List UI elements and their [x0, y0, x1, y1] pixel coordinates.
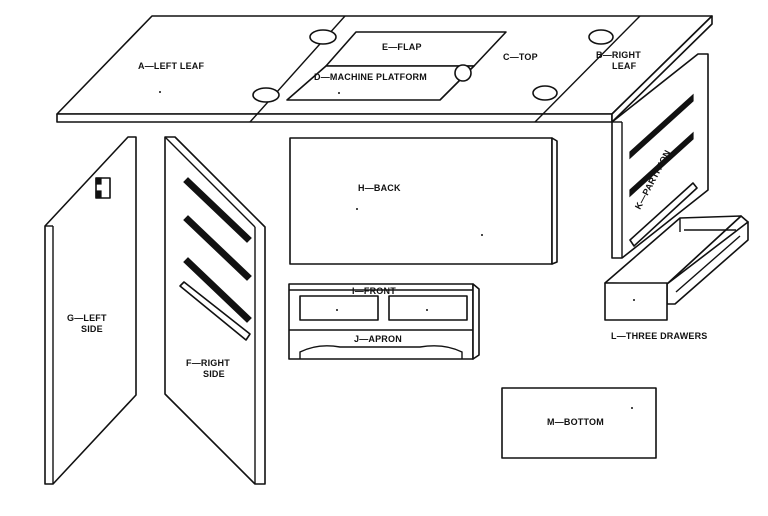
- platform-hole: [454, 64, 472, 82]
- label-front: I—FRONT: [352, 286, 396, 296]
- drawer-runner: [183, 215, 252, 281]
- top-assembly: [56, 15, 713, 123]
- machine-platform-panel: [286, 65, 475, 101]
- drawer-runner: [183, 177, 252, 243]
- label-machine-platform: D—MACHINE PLATFORM: [314, 72, 427, 82]
- label-left-side-2: SIDE: [81, 324, 103, 334]
- right-leaf-seam: [534, 15, 641, 123]
- drawer: [604, 215, 749, 321]
- top-slab-edge-front: [56, 113, 613, 123]
- label-bottom: M—BOTTOM: [547, 417, 604, 427]
- label-three-drawers: L—THREE DRAWERS: [611, 331, 708, 341]
- label-right-leaf-2: LEAF: [612, 61, 637, 71]
- bottom-panel: [501, 387, 657, 459]
- label-left-side: G—LEFT: [67, 313, 107, 323]
- drawer-front: [604, 282, 668, 321]
- partition-panel: [611, 53, 709, 259]
- label-top: C—TOP: [503, 52, 538, 62]
- front-apron-assembly: [288, 283, 480, 360]
- drawer-runner: [183, 257, 252, 323]
- drawer-runner: [629, 131, 694, 198]
- hinge-icon: [532, 85, 558, 101]
- label-flap: E—FLAP: [382, 42, 422, 52]
- drawer-runner: [629, 93, 694, 160]
- front-drawer-opening: [388, 295, 468, 321]
- label-right-side-2: SIDE: [203, 369, 225, 379]
- front-drawer-opening: [299, 295, 379, 321]
- right-side-panel: [164, 136, 266, 485]
- left-side-panel: [44, 136, 137, 485]
- hinge-icon: [252, 87, 280, 103]
- label-back: H—BACK: [358, 183, 401, 193]
- hinge-icon: [309, 29, 337, 45]
- apron-cutout: [299, 345, 463, 359]
- label-right-side: F—RIGHT: [186, 358, 230, 368]
- label-left-leaf: A—LEFT LEAF: [138, 61, 204, 71]
- label-apron: J—APRON: [354, 334, 402, 344]
- hinge-icon: [588, 29, 614, 45]
- drawer-runner: [179, 281, 251, 341]
- top-slab-edge-right: [611, 15, 713, 123]
- drawer-runner: [629, 182, 698, 247]
- label-right-leaf: B—RIGHT: [596, 50, 641, 60]
- back-panel: [289, 137, 558, 265]
